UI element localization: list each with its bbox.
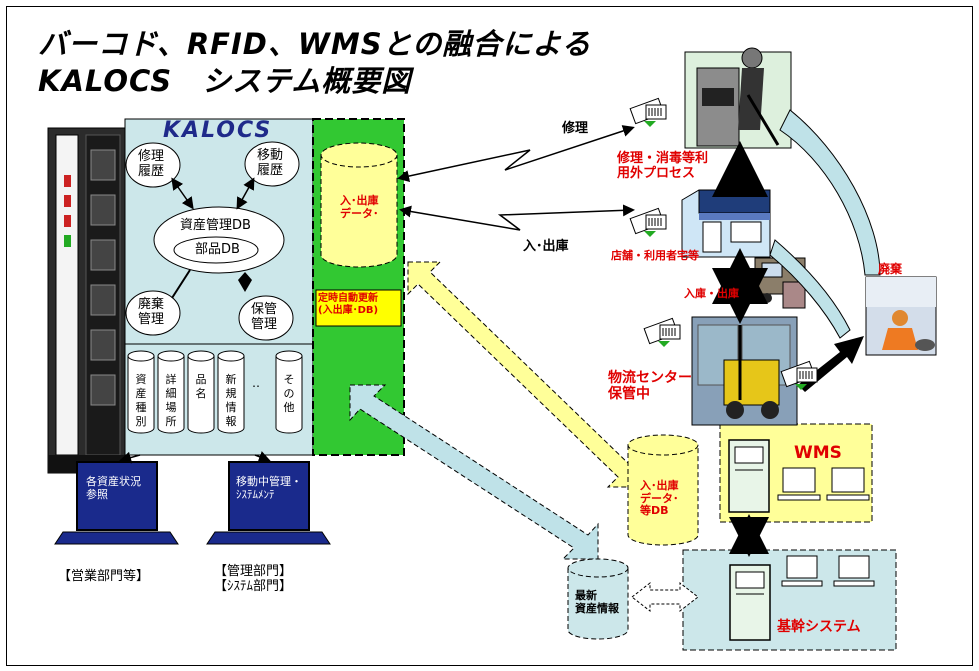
title-line-2: KALOCS システム概要図: [38, 65, 411, 98]
storage-mgmt-label: 保管管理: [251, 303, 277, 333]
admin-dept-caption: 【管理部門】【ｼｽﾃﾑ部門】: [214, 565, 292, 595]
title-line-1: バーコド、RFID、WMSとの融合による: [38, 28, 591, 61]
wms-label: WMS: [794, 444, 842, 464]
in-out-link-arrow: [402, 210, 632, 230]
cylinder-label-asset-type: 資産種別: [132, 373, 150, 429]
server-rack-icon: [48, 128, 128, 473]
repair-worker-image: [685, 48, 791, 148]
disposal-mgmt-label: 廃棄管理: [138, 298, 164, 328]
disposal-image: [866, 277, 936, 355]
sales-dept-caption: 【営業部門等】: [58, 570, 149, 585]
server-to-admin-arrow: [255, 455, 268, 460]
auto-update-label: 定時自動更新(入出庫･DB): [318, 293, 378, 316]
wms-server-icon: [729, 440, 769, 512]
asset-db-label: 資産管理DB: [180, 219, 251, 234]
repair-link-label: 修理: [562, 122, 588, 137]
store-usage-label: 店舗・利用者宅等: [611, 250, 699, 263]
laptop-admin-screen-text: 移動中管理・ｼｽﾃﾑﾒﾝﾃ: [236, 476, 302, 501]
repair-to-disposal-curve: [780, 110, 880, 275]
cylinder-label-new-info: 新規情報: [222, 373, 240, 429]
cylinder-label-other: その他: [280, 373, 298, 415]
cylinder-label-item-name: 品名: [192, 373, 210, 401]
core-system-label: 基幹システム: [777, 619, 861, 635]
parts-db-label: 部品DB: [195, 243, 240, 258]
store-building-image: [682, 190, 770, 257]
in-out-data-label: 入･出庫データ･: [340, 195, 379, 220]
in-out-link-label: 入･出庫: [523, 240, 569, 255]
latest-asset-label: 最新資産情報: [575, 590, 619, 615]
cylinder-ellipsis: ‥: [252, 377, 260, 391]
repair-process-label: 修理・消毒等利用外プロセス: [617, 152, 708, 182]
laptop-sales-screen-text: 各資産状況参照: [86, 476, 141, 501]
cylinder-label-location: 詳細場所: [162, 373, 180, 429]
repair-link-arrow: [400, 128, 632, 178]
wms-db-label: 入･出庫データ･等DB: [640, 480, 679, 518]
repair-history-label: 修理履歴: [138, 150, 164, 180]
core-server-icon: [730, 565, 770, 640]
move-history-label: 移動履歴: [257, 149, 283, 179]
kalocs-label: KALOCS: [163, 118, 272, 143]
warehouse-forklift-image: [692, 317, 797, 425]
in-out-warehouse-label: 入庫・出庫: [684, 288, 739, 301]
disposal-label: 廃棄: [878, 263, 902, 277]
logistics-center-label: 物流センター保管中: [608, 370, 692, 402]
